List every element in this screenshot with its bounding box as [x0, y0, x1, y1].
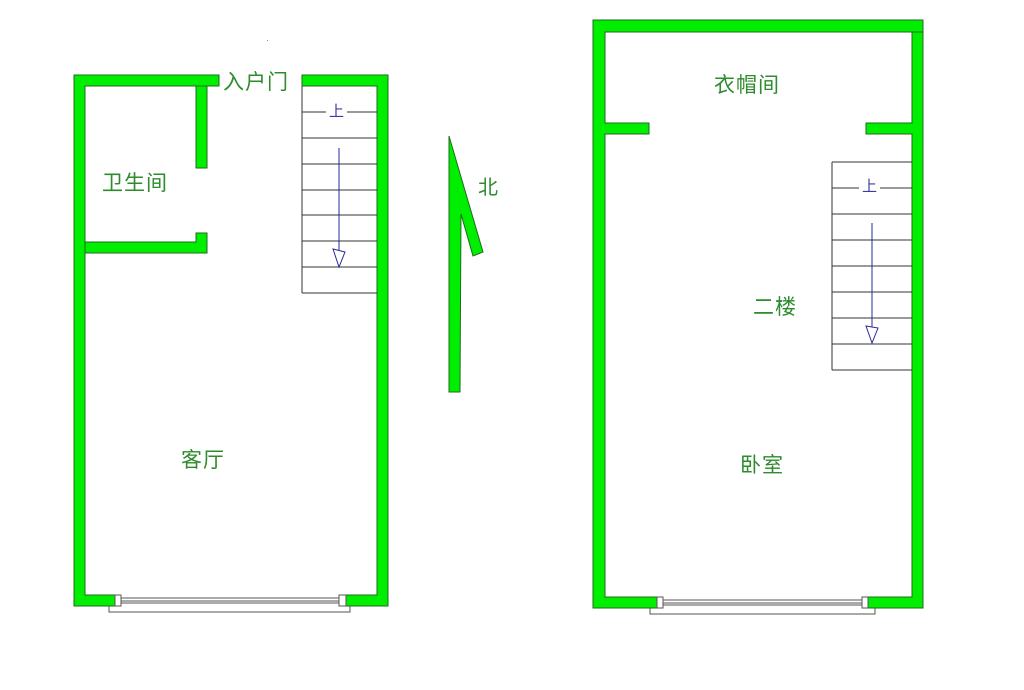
entrance-label: 入户门 — [223, 70, 289, 94]
floor1-stair-up-label: 上 — [326, 104, 348, 119]
second-floor-label: 二楼 — [753, 295, 797, 319]
floor1-outer-wall-right — [301, 74, 389, 607]
floor2-outer-wall-right — [865, 31, 924, 609]
north-arrow-icon — [448, 135, 484, 393]
floor2-stair-arrow — [865, 223, 879, 345]
floor1-outer-wall-left — [73, 74, 220, 607]
bedroom-label: 卧室 — [740, 453, 784, 477]
north-label: 北 — [478, 175, 499, 199]
cloakroom-label: 衣帽间 — [714, 73, 780, 97]
floor1-walls — [73, 74, 389, 607]
floor2-stair-up-label: 上 — [859, 179, 881, 194]
floor1-bathroom-wall-upper — [195, 85, 208, 169]
bathroom-label: 卫生间 — [102, 171, 168, 195]
living-room-label: 客厅 — [181, 448, 225, 472]
floor1-bathroom-wall-lower — [84, 232, 208, 254]
stray-dot — [267, 40, 268, 41]
floor2-window — [649, 596, 876, 615]
floor1-stair-arrow — [332, 148, 346, 269]
floor1-window — [108, 594, 351, 613]
